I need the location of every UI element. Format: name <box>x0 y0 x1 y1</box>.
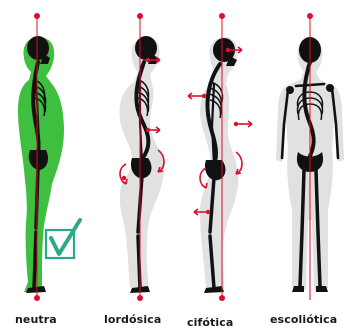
lordotic-chest-dot <box>146 128 150 132</box>
neutral-plumb-top-dot <box>34 13 40 19</box>
kyphotic-plumb-bottom-dot <box>219 295 225 301</box>
scoliotic-right-foot <box>316 286 328 292</box>
scoliotic-left-shoulder <box>286 86 294 94</box>
scoliotic-right-shoulder <box>326 84 334 92</box>
kyphotic-back-dot <box>202 94 206 98</box>
scoliotic-plumb-top-dot <box>307 13 313 19</box>
kyphotic-chest-dot <box>234 122 238 126</box>
check-box-icon <box>46 220 80 258</box>
lordotic-plumb-top-dot <box>137 13 143 19</box>
lordotic-plumb-bottom-dot <box>137 295 143 301</box>
lordotic-head-dot <box>146 58 150 62</box>
scoliotic-left-foot <box>292 286 304 292</box>
label-neutral: neutra <box>15 313 57 326</box>
kyphotic-plumb-top-dot <box>219 13 225 19</box>
neutral-plumb-bottom-dot <box>34 295 40 301</box>
kyphotic-knee-dot <box>206 210 210 214</box>
label-kyphotic: cifótica <box>187 316 233 329</box>
lordotic-figure <box>120 13 164 301</box>
kyphotic-head-dot <box>226 48 230 52</box>
kyphotic-figure <box>188 13 252 301</box>
scoliotic-figure <box>276 13 344 300</box>
lordotic-hip-dot <box>122 176 126 180</box>
neutral-figure <box>18 13 80 301</box>
label-scoliotic: escoliótica <box>270 313 337 326</box>
label-lordotic: lordósica <box>104 313 161 326</box>
